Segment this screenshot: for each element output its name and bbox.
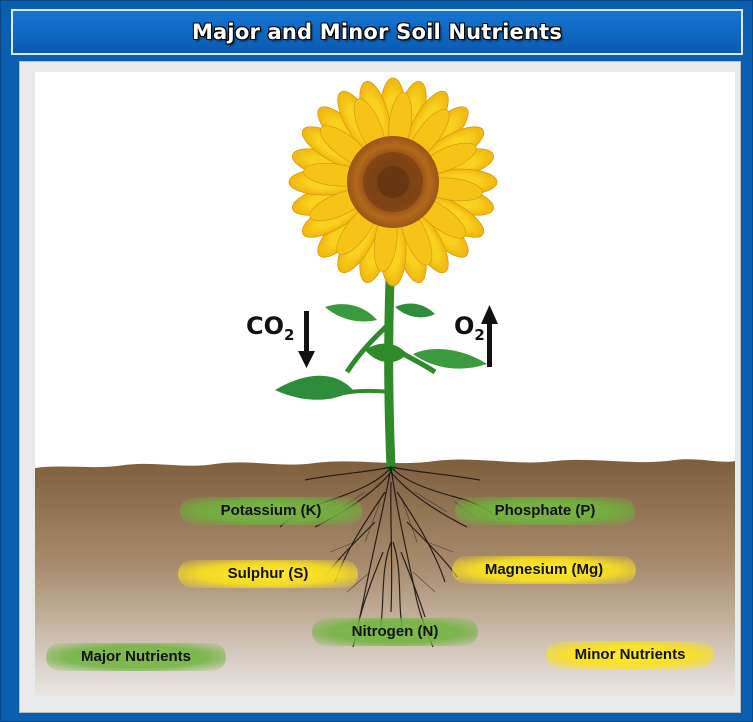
co2-label-subscript: 2	[284, 326, 295, 344]
nutrient-label-magnesium: Magnesium (Mg)	[452, 556, 636, 584]
title-bar: Major and Minor Soil Nutrients	[11, 9, 743, 55]
nutrient-label-phosphate: Phosphate (P)	[455, 497, 635, 525]
leaf	[395, 303, 435, 318]
o2-label: O2	[454, 312, 485, 344]
o2-label-subscript: 2	[474, 326, 485, 344]
leaf	[275, 375, 353, 400]
scene-illustration	[35, 77, 735, 698]
nutrient-label-nitrogen: Nitrogen (N)	[312, 618, 478, 646]
leaf	[413, 349, 487, 369]
nutrient-label-potassium: Potassium (K)	[180, 497, 362, 525]
leaf	[325, 304, 377, 322]
co2-down-arrow	[298, 311, 315, 368]
nutrient-label-sulphur: Sulphur (S)	[178, 560, 358, 588]
sunflower-head	[288, 77, 498, 287]
co2-label: CO2	[246, 312, 294, 344]
o2-label-base: O	[454, 312, 475, 340]
legend-major-nutrients: Major Nutrients	[46, 643, 226, 671]
co2-label-base: CO	[246, 312, 285, 340]
leaf	[365, 343, 407, 363]
diagram-title: Major and Minor Soil Nutrients	[191, 20, 563, 44]
legend-minor-nutrients: Minor Nutrients	[546, 641, 714, 669]
plant-scene	[35, 72, 735, 698]
o2-up-arrow	[481, 305, 498, 367]
